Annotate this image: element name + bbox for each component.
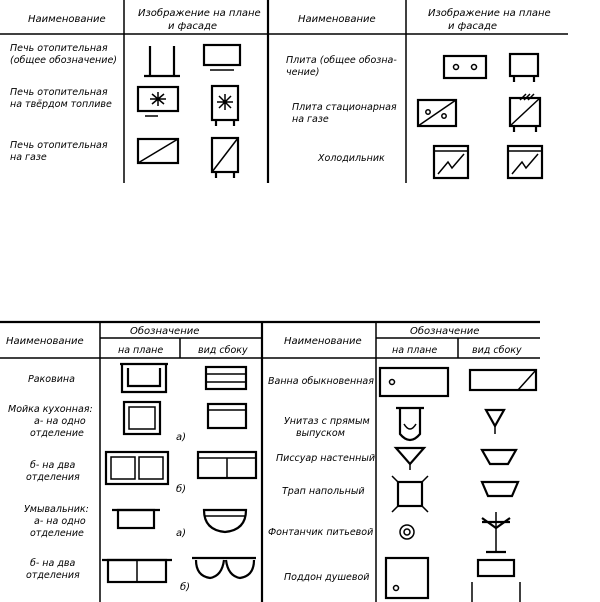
fridge-facade-symbol bbox=[506, 144, 544, 180]
header-plan-right: на плане bbox=[392, 345, 437, 356]
row-label-stove-general-2: (общее обозначение) bbox=[10, 55, 117, 66]
row-label-sink-2: а- на одно bbox=[34, 416, 86, 427]
fountain-plan-symbol bbox=[399, 524, 415, 540]
sink-double-plan-symbol bbox=[104, 450, 170, 486]
row-label-stove-solid-2: на твёрдом топливе bbox=[10, 99, 112, 110]
range-general-facade-symbol bbox=[508, 52, 540, 82]
floor-drain-side-symbol bbox=[480, 480, 520, 498]
stove-gas-plan-symbol bbox=[136, 137, 180, 165]
marker-lavatory-b: б) bbox=[180, 581, 190, 593]
sink-single-side-symbol bbox=[206, 402, 248, 430]
header-side-left: вид сбоку bbox=[198, 345, 248, 356]
header-name-left: Наименование bbox=[28, 14, 106, 25]
row-label-lavatory-1: Умывальник: bbox=[24, 504, 89, 515]
header-name-right: Наименование bbox=[298, 14, 376, 25]
row-label-sink-3: отделение bbox=[30, 428, 84, 439]
fountain-side-symbol bbox=[481, 512, 511, 554]
stove-gas-facade-symbol bbox=[210, 136, 240, 178]
header-name-right: Наименование bbox=[284, 336, 362, 347]
table-stoves-appliances: Наименование Изображение на плане и фаса… bbox=[0, 0, 568, 183]
lavatory-double-side-symbol bbox=[192, 556, 256, 580]
floor-drain-plan-symbol bbox=[391, 475, 429, 513]
bathtub-side-symbol bbox=[468, 368, 538, 392]
row-label-range-general-2: чение) bbox=[286, 67, 319, 78]
sink-double-side-symbol bbox=[196, 450, 258, 480]
row-label-fridge: Холодильник bbox=[317, 153, 385, 164]
range-gas-plan-symbol bbox=[416, 98, 458, 128]
row-label-lavatory-3: отделение bbox=[30, 528, 84, 539]
lavatory-double-plan-symbol bbox=[102, 558, 172, 584]
row-label-sink-two-1: б- на два bbox=[30, 460, 76, 471]
fridge-plan-symbol bbox=[432, 144, 470, 180]
washbasin-plan-symbol bbox=[120, 362, 168, 394]
shower-tray-plan-symbol bbox=[384, 556, 430, 600]
row-label-stove-gas-1: Печь отопительная bbox=[10, 140, 108, 151]
header-image-left-2: и фасаде bbox=[168, 21, 217, 32]
header-designation-right: Обозначение bbox=[410, 325, 479, 337]
stove-general-plan-symbol bbox=[144, 46, 180, 78]
marker-sink-a: а) bbox=[176, 432, 186, 443]
row-label-stove-solid-1: Печь отопительная bbox=[10, 87, 108, 98]
row-label-fountain: Фонтанчик питьевой bbox=[268, 527, 373, 538]
row-label-lavatory-2: а- на одно bbox=[34, 516, 86, 527]
row-label-sink-1: Мойка кухонная: bbox=[8, 404, 93, 415]
table-sanitary-fixtures: Наименование Обозначение на плане вид сб… bbox=[0, 320, 540, 602]
header-side-right: вид сбоку bbox=[472, 345, 522, 356]
stove-solid-facade-symbol bbox=[210, 84, 240, 126]
lavatory-single-plan-symbol bbox=[112, 508, 160, 530]
urinal-plan-symbol bbox=[393, 446, 427, 470]
row-label-toilet-1: Унитаз с прямым bbox=[284, 416, 370, 427]
row-label-bathtub: Ванна обыкновенная bbox=[268, 376, 374, 387]
shower-tray-side-symbol bbox=[471, 558, 521, 602]
urinal-side-symbol bbox=[480, 448, 518, 466]
range-general-plan-symbol bbox=[442, 54, 488, 80]
marker-sink-b: б) bbox=[176, 483, 186, 495]
row-label-washbasin: Раковина bbox=[28, 374, 75, 385]
row-label-stove-general-1: Печь отопительная bbox=[10, 43, 108, 54]
row-label-floor-drain: Трап напольный bbox=[282, 486, 365, 497]
header-image-right-2: и фасаде bbox=[448, 21, 497, 32]
row-label-range-gas-1: Плита стационарная bbox=[292, 102, 397, 113]
bathtub-plan-symbol bbox=[378, 366, 450, 398]
header-name-left: Наименование bbox=[6, 336, 84, 347]
header-image-left-1: Изображение на плане bbox=[138, 7, 261, 19]
row-label-range-general-1: Плита (общее обозна- bbox=[286, 55, 397, 66]
row-label-urinal: Писсуар настенный bbox=[276, 453, 375, 464]
range-gas-facade-symbol bbox=[508, 93, 542, 132]
toilet-plan-symbol bbox=[396, 406, 424, 442]
row-label-stove-gas-2: на газе bbox=[10, 152, 47, 163]
row-label-lavatory-two-2: отделения bbox=[26, 570, 80, 581]
row-label-toilet-2: выпуском bbox=[296, 428, 345, 439]
table-grid bbox=[0, 0, 568, 183]
lavatory-single-side-symbol bbox=[202, 508, 248, 534]
stove-general-facade-symbol bbox=[202, 43, 242, 67]
row-label-shower-tray: Поддон душевой bbox=[284, 572, 369, 583]
header-plan-left: на плане bbox=[118, 345, 163, 356]
header-image-right-1: Изображение на плане bbox=[428, 7, 551, 19]
header-designation-left: Обозначение bbox=[130, 325, 199, 337]
stove-solid-plan-symbol bbox=[136, 85, 180, 117]
row-label-range-gas-2: на газе bbox=[292, 114, 329, 125]
row-label-lavatory-two-1: б- на два bbox=[30, 558, 76, 569]
marker-lavatory-a: а) bbox=[176, 528, 186, 539]
row-label-sink-two-2: отделения bbox=[26, 472, 80, 483]
table-grid bbox=[0, 320, 540, 602]
toilet-side-symbol bbox=[484, 408, 506, 434]
washbasin-side-symbol bbox=[204, 365, 248, 391]
sink-single-plan-symbol bbox=[122, 400, 162, 436]
